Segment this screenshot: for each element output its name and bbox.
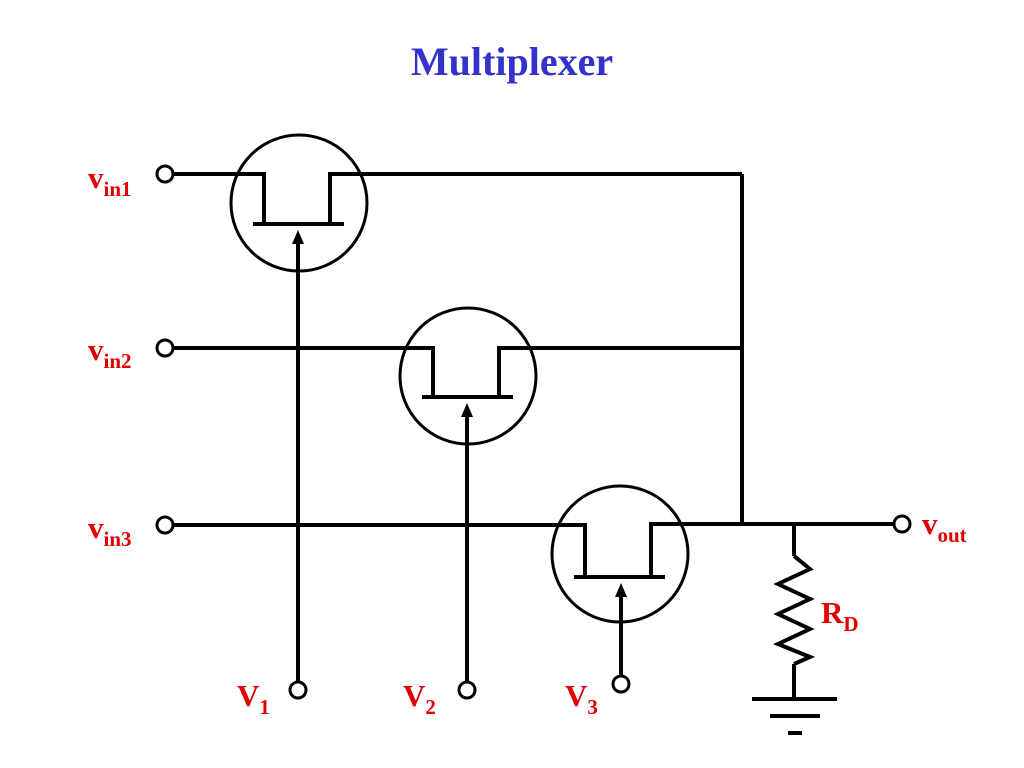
control-3-label: V3 <box>565 678 598 719</box>
transistor-3 <box>173 484 690 676</box>
slide-title: Multiplexer <box>410 39 614 84</box>
input-3-wire <box>173 523 587 575</box>
transistor-2-drain <box>497 346 742 395</box>
ground-symbol <box>752 697 837 735</box>
input-3-label: vin3 <box>88 510 132 551</box>
transistor-1 <box>173 133 742 682</box>
input-2-label: vin2 <box>88 332 132 373</box>
control-2-terminal <box>457 680 477 700</box>
gate-1-arrow <box>292 230 304 244</box>
control-1-label: V1 <box>237 678 270 719</box>
control-1-terminal <box>288 680 308 700</box>
input-2-terminal <box>155 338 175 358</box>
control-3-terminal <box>611 674 631 694</box>
input-1-label: vin1 <box>88 160 132 201</box>
input-1-wire <box>173 172 266 222</box>
transistor-3-drain <box>649 522 660 575</box>
resistor-zigzag <box>773 554 816 666</box>
resistor-label: RD <box>821 595 859 636</box>
input-1-terminal <box>155 164 175 184</box>
output-terminal <box>892 514 912 534</box>
gate-3-arrow <box>615 583 627 597</box>
output-label: vout <box>922 506 967 547</box>
control-2-label: V2 <box>403 678 436 719</box>
gate-2-arrow <box>461 403 473 417</box>
load-resistor <box>773 524 816 698</box>
transistor-1-drain <box>328 172 742 222</box>
input-3-terminal <box>155 515 175 535</box>
transistor-2 <box>173 306 742 682</box>
input-2-wire <box>173 346 435 395</box>
